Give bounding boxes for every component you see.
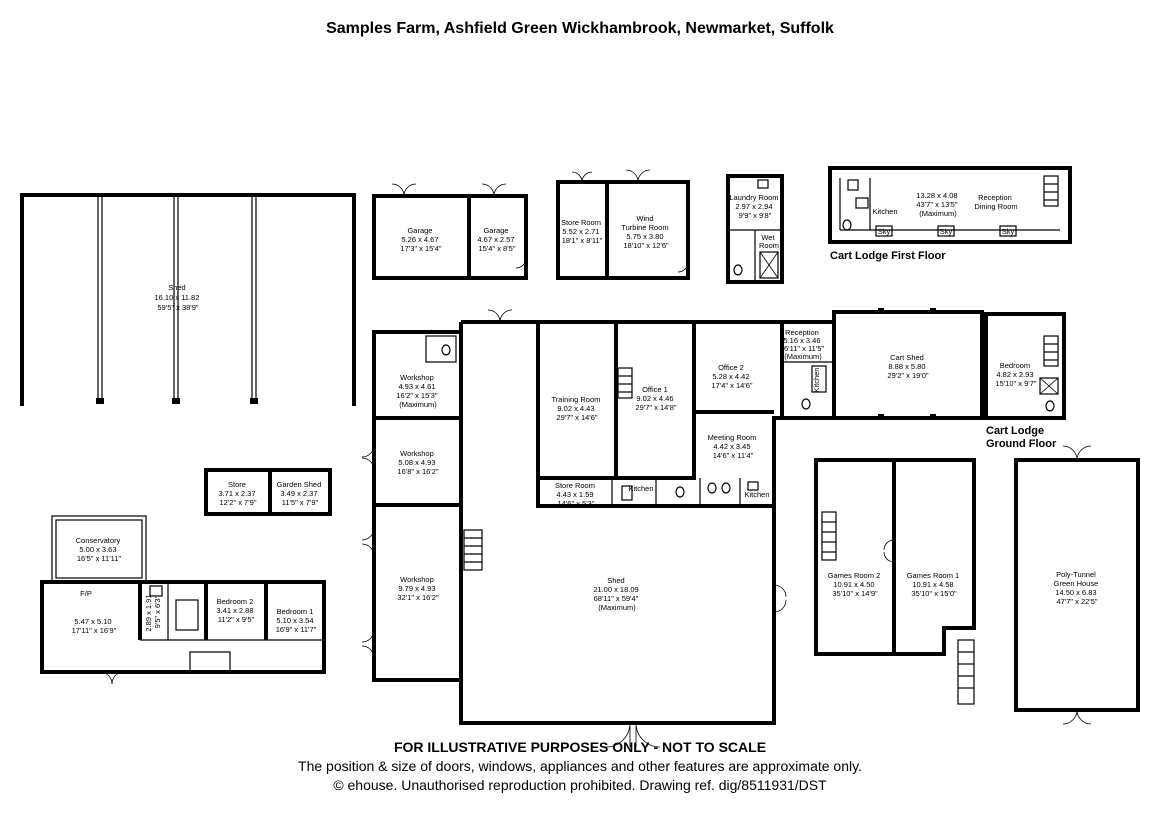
room-garage-2: Garage 4.67 x 2.57 15'4" x 8'5" [477,226,516,253]
caption-cart-lodge-ground-1: Cart Lodge [986,425,1044,437]
fireplace-label: F/P [80,589,92,598]
caption-cart-lodge-first: Cart Lodge First Floor [830,250,946,262]
room-kitchen-right: Kitchen [744,490,769,499]
room-store-small: Store 3.71 x 2.37 12'2" x 7'9" [218,480,257,507]
room-office-2: Office 2 5.28 x 4.42 17'4" x 14'6" [711,363,752,390]
room-kitchen-mid: Kitchen [628,484,653,493]
skylight-label-3: Sky [1002,227,1015,236]
room-conservatory: Conservatory 5.00 x 3.63 16'5" x 11'11" [76,536,123,563]
room-living: 5.47 x 5.10 17'11" x 16'9" [72,617,117,635]
caption-cart-lodge-ground-2: Ground Floor [986,438,1057,450]
room-polytunnel: Poly-Tunnel Green House 14.50 x 6.83 47'… [1054,570,1101,606]
room-workshop-2: Workshop 5.08 x 4.93 16'8" x 16'2" [397,449,438,476]
room-garage-1: Garage 5.26 x 4.67 17'3" x 15'4" [400,226,441,253]
cart-lodge-ground-structure [782,308,1066,420]
bungalow-structure [40,515,326,685]
room-wet: Wet Room [759,233,779,250]
laundry-block-structure [726,174,784,284]
room-workshop-1: Workshop 4.93 x 4.61 16'2" x 15'3" (Maxi… [396,373,439,409]
disclaimer-approx: The position & size of doors, windows, a… [298,758,862,774]
room-kitchen-cart: Kitchen [812,367,821,392]
room-office-1: Office 1 9.02 x 4.46 29'7" x 14'8" [635,385,676,412]
workshops-structure [361,330,461,682]
shed-large-structure [20,193,356,406]
room-first-kitchen: Kitchen [872,207,897,216]
room-bedroom-cart: Bedroom 4.82 x 2.93 15'10" x 9'7" [995,361,1036,388]
plan-title: Samples Farm, Ashfield Green Wickhambroo… [326,20,834,37]
room-store-mid: Store Room 4.43 x 1.59 14'6" x 5'3" [555,481,597,508]
room-games-1: Games Room 1 10.91 x 4.58 35'10" x 15'0" [907,571,962,598]
room-shed-large: Shed 16.10 x 11.82 59'5" x 38'9" [155,283,202,312]
turbine-block-structure [556,169,690,280]
room-reception: Reception 5.16 x 3.46 16'11" x 11'5" (Ma… [780,328,826,361]
room-games-2: Games Room 2 10.91 x 4.50 35'10" x 14'9" [828,571,883,598]
room-shed-main: Shed 21.00 x 18.09 68'11" x 59'4" (Maxim… [593,576,641,612]
room-meeting: Meeting Room 4.42 x 3.45 14'6" x 11'4" [708,433,759,460]
room-small: 2.89 x 1.91 9'5" x 6'3" [144,592,162,631]
games-rooms-structure [814,458,976,705]
disclaimer-heading: FOR ILLUSTRATIVE PURPOSES ONLY - NOT TO … [393,739,767,755]
room-store-top: Store Room 5.52 x 2.71 18'1" x 8'11" [561,218,603,245]
room-training: Training Room 9.02 x 4.43 29'7" x 14'6" [551,395,602,422]
room-first-reception: Reception Dining Room [974,193,1017,211]
garden-shed-structure [204,468,332,516]
room-garden-shed: Garden Shed 3.49 x 2.37 11'5" x 7'9" [277,480,324,507]
room-wind-turbine: Wind Turbine Room 5.75 x 3.80 18'10" x 1… [621,214,670,250]
room-bedroom-1: Bedroom 1 5.10 x 3.54 16'9" x 11'7" [276,607,317,634]
room-cart-shed: Cart Shed 8.88 x 5.80 29'2" x 19'0" [887,353,928,380]
room-workshop-3: Workshop 9.79 x 4.93 32'1" x 16'2" [397,575,438,602]
disclaimer: FOR ILLUSTRATIVE PURPOSES ONLY - NOT TO … [0,738,1160,795]
disclaimer-copyright: © ehouse. Unauthorised reproduction proh… [333,777,827,793]
skylight-label-1: Sky [878,227,891,236]
polytunnel-structure [1014,445,1140,725]
cart-lodge-first-structure [828,166,1072,244]
room-bedroom-2: Bedroom 2 3.41 x 2.88 11'2" x 9'5" [216,597,255,624]
room-first-dims: 13.28 x 4.08 43'7" x 13'5" (Maximum) [916,191,959,218]
garages-structure [372,183,528,280]
skylight-label-2: Sky [940,227,953,236]
room-laundry: Laundry Room 2.97 x 2.94 9'9" x 9'8" [729,193,780,220]
